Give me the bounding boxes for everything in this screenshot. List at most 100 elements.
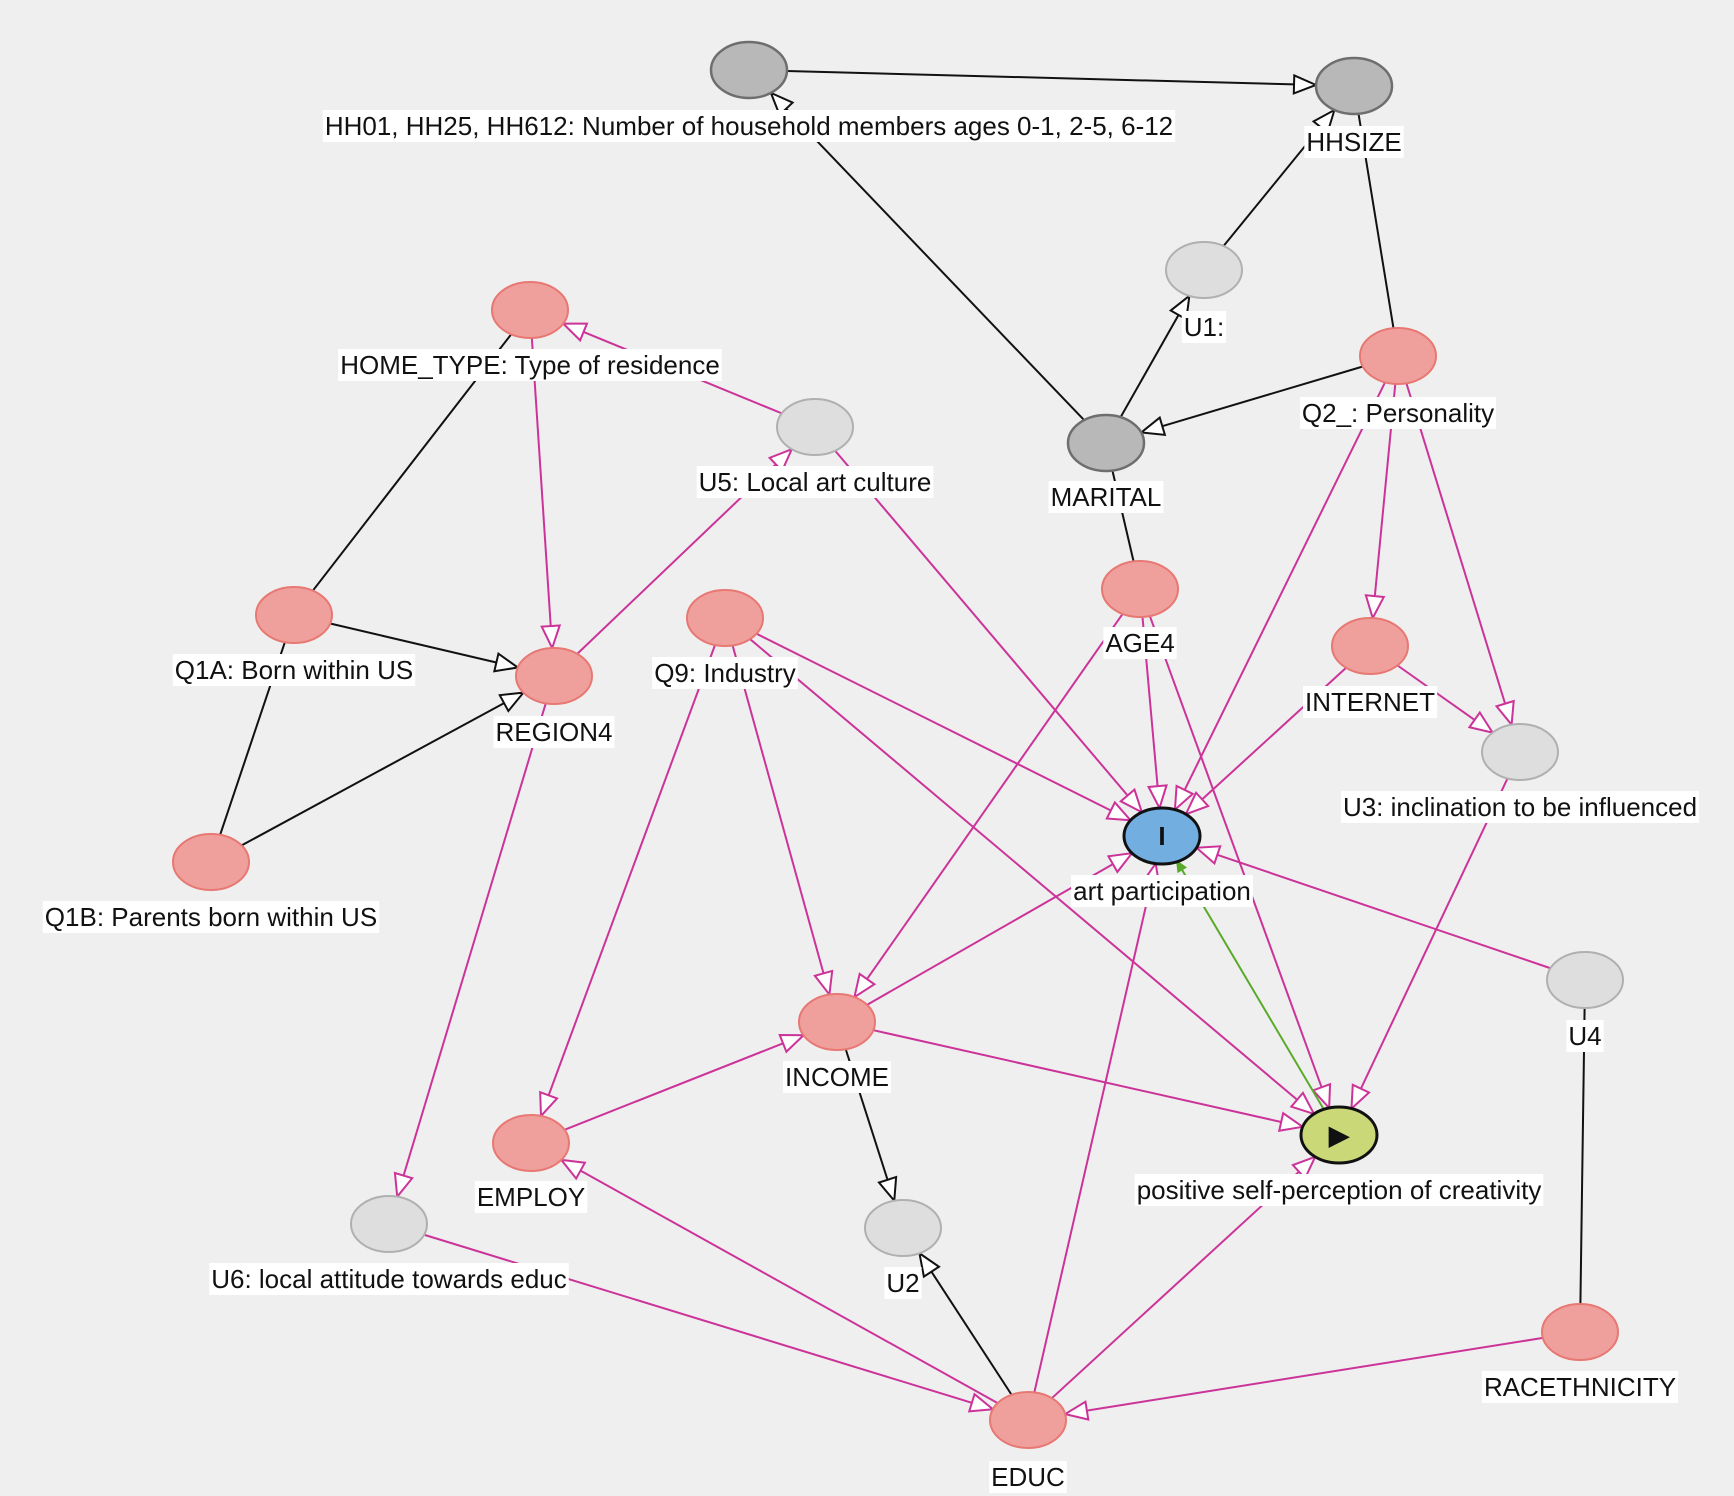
node-u3-ellipse[interactable] [1481,723,1559,781]
node-income-ellipse[interactable] [798,993,876,1051]
edge-out-to-art [1175,859,1325,1110]
edge-employ-to-income [564,1033,806,1131]
node-q2-label: Q2_: Personality [1302,398,1494,428]
edge-marital-to-hh [769,90,1085,421]
node-income[interactable]: INCOME [783,993,891,1093]
node-hhsize[interactable]: HHSIZE [1304,56,1404,158]
node-home-label: HOME_TYPE: Type of residence [340,350,720,380]
node-q1b-ellipse[interactable] [172,833,250,891]
node-hh[interactable]: HH01, HH25, HH612: Number of household m… [322,40,1176,142]
node-q9-label: Q9: Industry [654,658,796,688]
node-employ[interactable]: EMPLOY [474,1114,588,1213]
node-hhsize-ellipse[interactable] [1314,56,1394,116]
label-background [884,1267,922,1299]
label-background [1340,791,1700,823]
node-internet-ellipse[interactable] [1331,617,1409,675]
edge-q1b-to-region4 [241,691,526,847]
label-background [696,466,934,498]
node-race-ellipse[interactable] [1541,1303,1619,1361]
node-q2-ellipse[interactable] [1359,327,1437,385]
node-q1b[interactable]: Q1B: Parents born within US [42,833,380,933]
node-employ-label: EMPLOY [477,1182,585,1212]
node-u2-ellipse[interactable] [864,1199,942,1257]
node-u3-label: U3: inclination to be influenced [1343,792,1697,822]
label-background [209,1263,569,1295]
node-u2[interactable]: U2 [864,1199,942,1299]
edge-q2-to-marital [1138,365,1364,436]
edge-region4-to-u6 [393,703,547,1200]
node-region4[interactable]: REGION4 [493,647,615,748]
node-u3[interactable]: U3: inclination to be influenced [1340,723,1700,823]
edge-race-to-educ [1062,1336,1544,1421]
edge-marital-to-u1 [1119,293,1191,418]
node-income-label: INCOME [785,1062,889,1092]
edge-q1a-to-region4 [329,622,521,673]
node-u6[interactable]: U6: local attitude towards educ [209,1195,569,1295]
edge-hh-to-hhsize [786,70,1319,95]
node-hh-label: HH01, HH25, HH612: Number of household m… [325,111,1173,141]
label-background [1304,126,1404,158]
node-internet[interactable]: INTERNET [1303,617,1438,718]
label-background [338,349,722,381]
node-u1[interactable]: U1: [1165,241,1243,343]
node-u1-ellipse[interactable] [1165,241,1243,299]
edge-q9-to-income [731,645,834,998]
node-u4-ellipse[interactable] [1546,951,1624,1009]
node-race[interactable]: RACETHNICITY [1481,1303,1679,1403]
node-marital-ellipse[interactable] [1066,413,1146,473]
node-u2-label: U2 [886,1268,919,1298]
edge-educ-to-art [1033,861,1161,1393]
node-hhsize-label: HHSIZE [1306,127,1401,157]
node-educ-ellipse[interactable] [989,1391,1067,1449]
node-u6-label: U6: local attitude towards educ [211,1264,567,1294]
node-educ-label: EDUC [991,1462,1065,1492]
node-art-ellipse[interactable] [1122,806,1202,866]
node-age4-ellipse[interactable] [1101,560,1179,618]
label-background [322,110,1176,142]
node-q1a[interactable]: Q1A: Born within US [172,586,416,686]
node-out[interactable]: ▶positive self-perception of creativity [1134,1105,1544,1206]
edge-age4-to-out [1148,615,1332,1111]
node-hh-ellipse[interactable] [709,40,789,100]
edge-educ-to-u2 [917,1251,1013,1396]
node-u5-ellipse[interactable] [776,398,854,456]
edge-u5-to-art [834,450,1144,815]
label-background [1134,1174,1544,1206]
node-region4-ellipse[interactable] [515,647,593,705]
edge-home-to-region4 [530,337,562,651]
node-q9-ellipse[interactable] [686,589,764,647]
node-out-label: positive self-perception of creativity [1137,1175,1542,1205]
exposure-icon: I [1158,821,1165,851]
node-internet-label: INTERNET [1305,687,1435,717]
label-background [474,1181,588,1213]
node-q1a-ellipse[interactable] [255,586,333,644]
label-background [1303,686,1438,718]
edge-q9-to-out [749,638,1316,1116]
edge-q2-to-art [1173,381,1386,813]
node-art-label: art participation [1073,876,1251,906]
node-marital-label: MARITAL [1051,482,1162,512]
node-u6-ellipse[interactable] [350,1195,428,1253]
node-q9[interactable]: Q9: Industry [652,589,798,689]
node-home-ellipse[interactable] [491,281,569,339]
label-background [783,1061,891,1093]
nodes-layer: HH01, HH25, HH612: Number of household m… [42,40,1700,1493]
node-u1-label: U1: [1184,312,1224,342]
node-employ-ellipse[interactable] [492,1114,570,1172]
edge-u3-to-out [1350,778,1509,1111]
edge-u4-to-race [1579,1007,1586,1305]
node-marital[interactable]: MARITAL [1048,413,1164,513]
node-educ[interactable]: EDUC [989,1391,1067,1493]
node-home[interactable]: HOME_TYPE: Type of residence [338,281,722,381]
node-u4-label: U4 [1568,1021,1601,1051]
node-out-ellipse[interactable] [1299,1105,1379,1165]
edge-age4-to-income [852,613,1124,1000]
node-u5[interactable]: U5: Local art culture [696,398,934,498]
node-q1b-label: Q1B: Parents born within US [45,902,377,932]
label-background [1071,875,1253,907]
node-u4[interactable]: U4 [1546,951,1624,1052]
node-age4[interactable]: AGE4 [1101,560,1179,659]
edge-educ-to-out [1051,1155,1318,1399]
node-q2[interactable]: Q2_: Personality [1299,327,1497,429]
